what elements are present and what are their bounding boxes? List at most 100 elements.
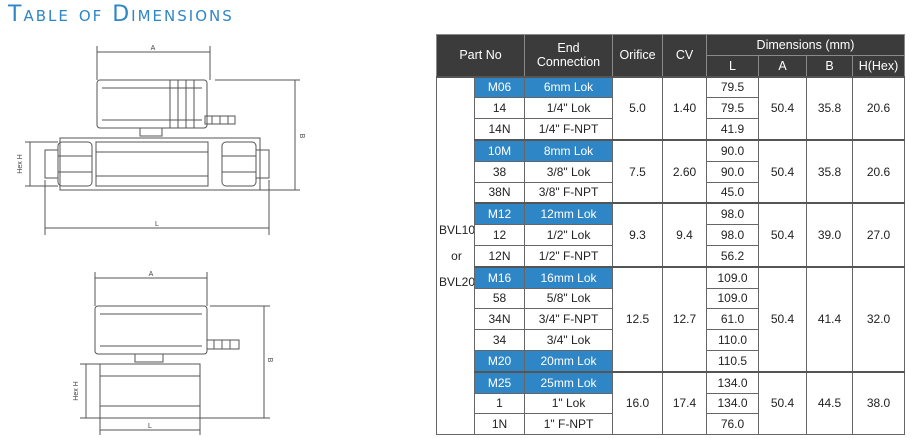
header-orifice: Orifice <box>612 33 664 78</box>
part-no-cell: M12 <box>473 202 526 226</box>
dim-l-cell: 110.0 <box>706 329 760 351</box>
dim-l-cell: 61.0 <box>706 308 760 331</box>
cv-cell: 9.4 <box>662 202 708 268</box>
dim-h-cell: 32.0 <box>852 265 906 373</box>
header-h: H(Hex) <box>852 54 906 78</box>
dimensions-table: Part No End Connection Orifice CV Dimens… <box>435 33 906 436</box>
orifice-cell: 9.3 <box>612 202 664 268</box>
part-no-cell: 38N <box>473 181 526 204</box>
orifice-cell: 7.5 <box>612 138 664 204</box>
orifice-cell: 16.0 <box>612 370 664 436</box>
part-no-cell: M25 <box>473 370 526 394</box>
part-no-cell: 34 <box>473 329 526 351</box>
header-a: A <box>758 54 808 78</box>
dim-b-cell: 41.4 <box>806 265 854 373</box>
orifice-cell: 12.5 <box>612 265 664 373</box>
dim-label-l: L <box>148 423 152 430</box>
dim-h-cell: 20.6 <box>852 138 906 204</box>
dim-b-cell: 35.8 <box>806 138 854 204</box>
dim-h-cell: 38.0 <box>852 370 906 436</box>
dim-a-cell: 50.4 <box>758 370 808 436</box>
dim-l-cell: 109.0 <box>706 265 760 289</box>
dim-a-cell: 50.4 <box>758 265 808 373</box>
orifice-cell: 5.0 <box>612 75 664 141</box>
part-no-cell: 58 <box>473 287 526 310</box>
dim-l-cell: 41.9 <box>706 118 760 141</box>
header-b: B <box>806 54 854 78</box>
model-name: BVL20 <box>439 274 475 289</box>
header-dimensions: Dimensions (mm) <box>706 34 906 56</box>
dim-l-cell: 90.0 <box>706 138 760 162</box>
end-connection-cell: 5/8" Lok <box>524 287 614 310</box>
dim-l-cell: 109.0 <box>706 287 760 310</box>
dim-l-cell: 90.0 <box>706 160 760 183</box>
cv-cell: 12.7 <box>662 265 708 373</box>
dim-label-hex: Hex H <box>17 154 24 173</box>
part-no-cell: M06 <box>473 75 526 99</box>
end-connection-cell: 3/8" Lok <box>524 160 614 183</box>
part-no-cell: 14N <box>473 118 526 141</box>
end-connection-cell: 3/4" Lok <box>524 329 614 351</box>
part-no-cell: 14 <box>473 97 526 120</box>
dim-label-b: B <box>298 134 305 139</box>
valve-drawings: A B Hex H L A B Hex H L <box>17 45 305 435</box>
end-connection-cell: 3/4" F-NPT <box>524 308 614 331</box>
part-no-cell: 34N <box>473 308 526 331</box>
dim-l-cell: 98.0 <box>706 224 760 246</box>
dim-label-a: A <box>151 45 156 52</box>
dim-l-cell: 56.2 <box>706 244 760 268</box>
dim-a-cell: 50.4 <box>758 138 808 204</box>
model-name: BVL10 <box>439 222 475 237</box>
dim-a-cell: 50.4 <box>758 202 808 268</box>
cv-cell: 2.60 <box>662 138 708 204</box>
end-connection-cell: 8mm Lok <box>524 138 614 162</box>
part-no-cell: 38 <box>473 160 526 183</box>
end-connection-cell: 6mm Lok <box>524 75 614 99</box>
header-l: L <box>706 54 760 78</box>
end-connection-cell: 1/4" F-NPT <box>524 118 614 141</box>
dim-l-cell: 134.0 <box>706 370 760 394</box>
dim-label-l: L <box>155 221 159 228</box>
end-connection-cell: 1" F-NPT <box>524 413 614 436</box>
drawing-fnpt-valve <box>80 272 270 435</box>
end-connection-cell: 3/8" F-NPT <box>524 181 614 204</box>
drawing-lok-valve <box>25 46 300 235</box>
dim-l-cell: 45.0 <box>706 181 760 204</box>
part-no-cell: M16 <box>473 265 526 289</box>
part-no-cell: 1 <box>473 392 526 415</box>
header-end-connection: End Connection <box>524 33 614 78</box>
end-connection-cell: 16mm Lok <box>524 265 614 289</box>
end-connection-cell: 1" Lok <box>524 392 614 415</box>
dim-l-cell: 79.5 <box>706 75 760 99</box>
dim-b-cell: 35.8 <box>806 75 854 141</box>
dim-b-cell: 44.5 <box>806 370 854 436</box>
part-no-cell: 1N <box>473 413 526 436</box>
dim-h-cell: 20.6 <box>852 75 906 141</box>
dim-l-cell: 98.0 <box>706 202 760 226</box>
dim-l-cell: 134.0 <box>706 392 760 415</box>
end-connection-cell: 20mm Lok <box>524 349 614 373</box>
end-connection-cell: 1/2" Lok <box>524 224 614 246</box>
dim-label-a: A <box>149 271 154 278</box>
dim-h-cell: 27.0 <box>852 202 906 268</box>
cv-cell: 17.4 <box>662 370 708 436</box>
end-connection-cell: 1/4" Lok <box>524 97 614 120</box>
end-connection-cell: 25mm Lok <box>524 370 614 394</box>
end-connection-cell: 12mm Lok <box>524 202 614 226</box>
dim-l-cell: 110.5 <box>706 349 760 373</box>
part-no-cell: 10M <box>473 138 526 162</box>
dim-label-hex: Hex H <box>73 381 80 400</box>
part-no-cell: M20 <box>473 349 526 373</box>
